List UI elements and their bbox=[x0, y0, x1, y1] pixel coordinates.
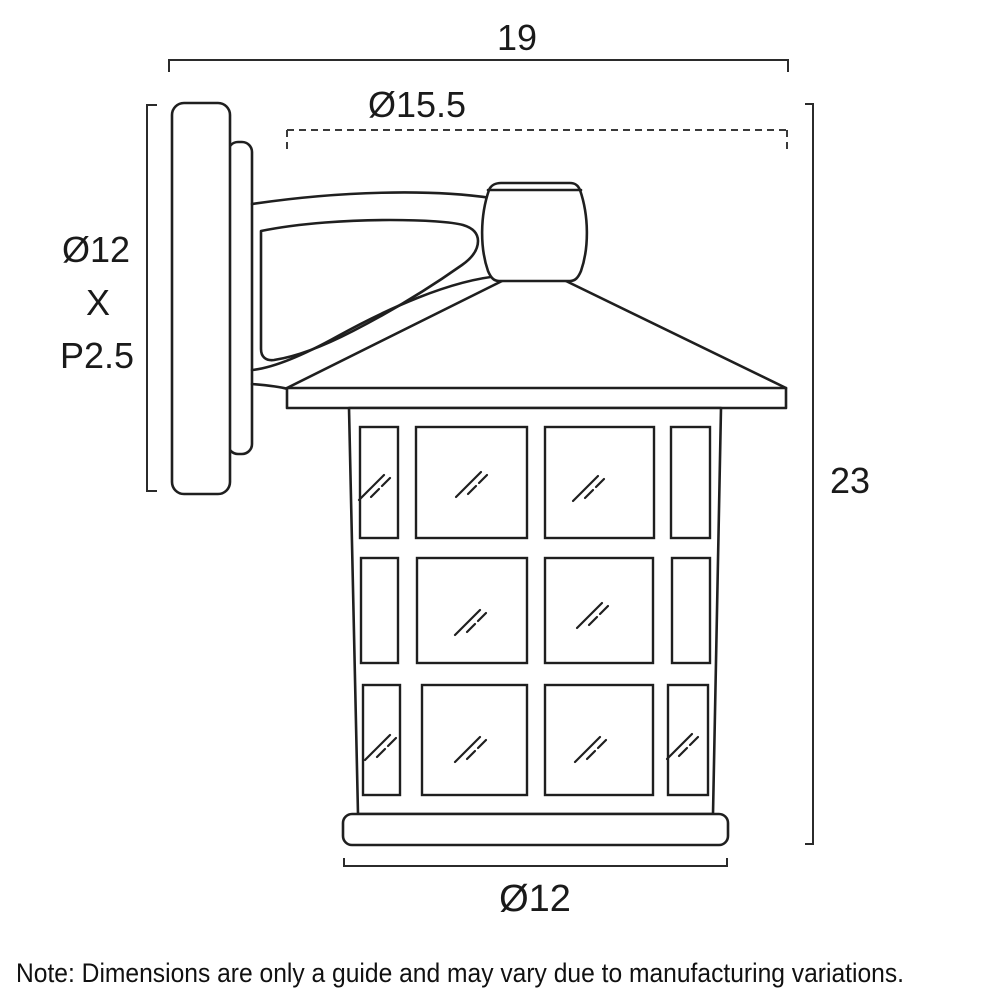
glass-pane bbox=[543, 556, 655, 665]
lantern-fixture bbox=[170, 101, 788, 847]
base-band bbox=[341, 812, 730, 847]
glass-pane bbox=[420, 683, 529, 797]
mounting-arm bbox=[250, 191, 502, 391]
roof-shade bbox=[285, 279, 788, 410]
arm-underside-curve bbox=[250, 274, 502, 372]
dim-backplate-bracket bbox=[146, 104, 157, 492]
dimension-lines: 19 Ø15.5 Ø12 X P2.5 23 Ø12 bbox=[60, 17, 870, 920]
glass-pane bbox=[543, 425, 656, 540]
lantern-body bbox=[347, 406, 723, 816]
glass-pane bbox=[669, 425, 712, 540]
dim-backplate-label-line3: P2.5 bbox=[60, 335, 134, 376]
dim-body-diameter-label: Ø12 bbox=[499, 878, 571, 920]
glass-pane bbox=[415, 556, 529, 665]
roof-slope-left bbox=[285, 279, 504, 390]
arm-top-edge bbox=[250, 191, 493, 206]
finial-cap bbox=[480, 181, 589, 283]
glass-pane bbox=[543, 683, 655, 797]
eaves-band bbox=[285, 386, 788, 410]
roof-slope-right bbox=[564, 279, 788, 390]
dim-overall-width-line bbox=[168, 59, 789, 72]
dim-overall-width-label: 19 bbox=[497, 17, 537, 58]
arm-cutout bbox=[259, 218, 480, 362]
dim-shade-diameter-label: Ø15.5 bbox=[368, 84, 466, 125]
glass-pane bbox=[666, 683, 710, 797]
glass-pane bbox=[670, 556, 712, 665]
dim-overall-height-label: 23 bbox=[830, 460, 870, 501]
wall-plate-inner bbox=[226, 140, 254, 456]
glass-pane bbox=[358, 425, 400, 540]
glass-pane bbox=[359, 556, 400, 665]
arm-lower-edge bbox=[250, 382, 290, 391]
manufacturing-note: Note: Dimensions are only a guide and ma… bbox=[16, 958, 904, 988]
dim-overall-height-line bbox=[805, 103, 814, 845]
dim-body-diameter-line bbox=[343, 858, 728, 867]
dim-backplate-label-line2: X bbox=[86, 282, 110, 323]
wall-plate bbox=[170, 101, 232, 496]
cap-outline bbox=[480, 181, 589, 283]
dim-backplate-label-line1: Ø12 bbox=[62, 229, 130, 270]
